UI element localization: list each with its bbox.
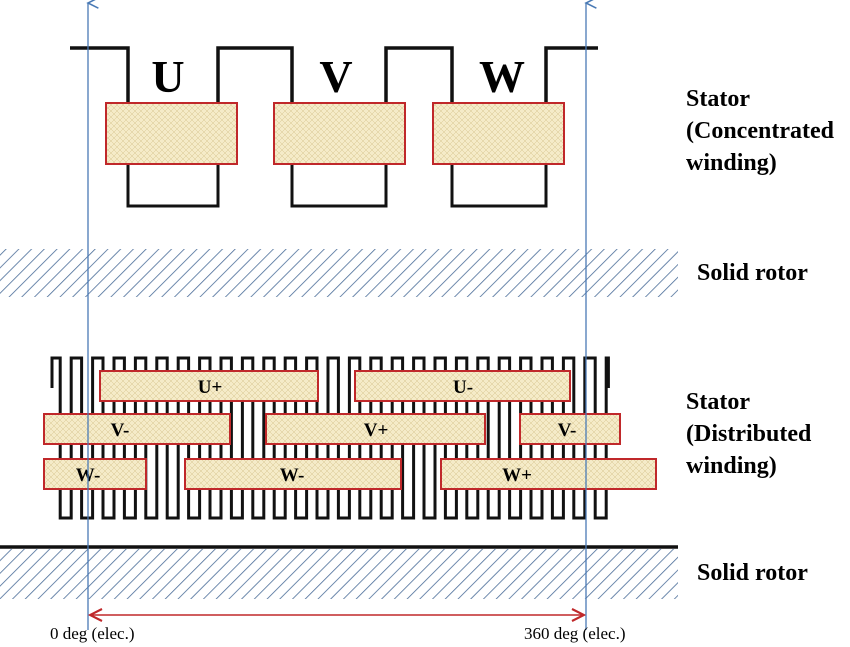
coil-v-minus-left	[43, 413, 231, 445]
coil-u	[105, 102, 238, 165]
label-distributed-stator: Stator (Distributed winding)	[686, 389, 812, 479]
coil-label-w-minus-mid: W-	[280, 465, 305, 486]
coil-v	[273, 102, 406, 165]
coil-label-w-plus: W+	[502, 465, 532, 486]
axis-label-start: 0 deg (elec.)	[50, 624, 134, 643]
coil-label-u-plus: U+	[198, 377, 223, 398]
label-rotor-top: Solid rotor	[697, 260, 808, 286]
stator-teeth-outline	[50, 356, 610, 520]
coil-w-minus-left	[43, 458, 147, 490]
rotor-bottom	[0, 549, 678, 599]
phase-label-w: W	[479, 51, 525, 102]
coil-w	[432, 102, 565, 165]
stator-core-outline	[70, 46, 598, 103]
coil-w-plus	[440, 458, 657, 490]
axis-label-end: 360 deg (elec.)	[524, 624, 625, 643]
coil-w-minus-mid	[184, 458, 402, 490]
label-stator-line2: (Concentrated	[686, 118, 835, 144]
label-stator-line3: winding)	[686, 150, 777, 176]
coil-label-u-minus: U-	[453, 377, 473, 398]
stator-tooth-w	[450, 163, 548, 208]
coil-v-plus	[265, 413, 486, 445]
label-stator2-line3: winding)	[686, 453, 777, 479]
coil-v-minus-right	[519, 413, 621, 445]
stator-tooth-v	[290, 163, 388, 208]
label-stator2-line2: (Distributed	[686, 421, 812, 447]
coil-u-minus	[354, 370, 571, 402]
rotor-top	[0, 249, 678, 297]
label-rotor-bottom: Solid rotor	[697, 560, 808, 586]
concentrated-stator: U V W	[70, 46, 598, 208]
coil-label-v-plus: V+	[364, 420, 389, 441]
label-stator2-line1: Stator	[686, 389, 750, 415]
coil-label-v-minus-left: V-	[111, 420, 130, 441]
phase-label-u: U	[151, 51, 184, 102]
coil-u-plus	[99, 370, 319, 402]
distributed-stator: U+ U- V- V+ V- W- W- W+	[43, 356, 657, 520]
phase-label-v: V	[319, 51, 352, 102]
label-concentrated-stator: Stator (Concentrated winding)	[686, 86, 835, 176]
stator-tooth-u	[126, 163, 220, 208]
label-stator-line1: Stator	[686, 86, 750, 112]
coil-label-v-minus-right: V-	[558, 420, 577, 441]
